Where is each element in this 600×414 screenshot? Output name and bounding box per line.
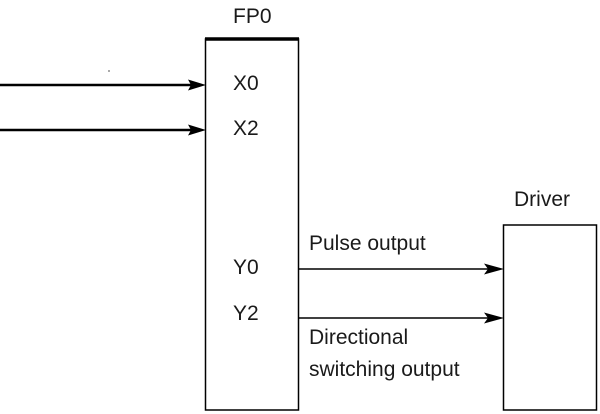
input-arrow-x2 — [188, 124, 206, 136]
output-arrow-y2 — [484, 312, 504, 324]
input-label-x0: X0 — [233, 72, 259, 95]
output-label-y0: Y0 — [233, 256, 259, 279]
plc-title: FP0 — [233, 5, 272, 28]
direction-output-label-line1: Directional — [309, 326, 409, 349]
output-arrow-y0 — [484, 263, 504, 275]
output-label-y2: Y2 — [233, 302, 259, 325]
pulse-output-label: Pulse output — [309, 232, 426, 255]
driver-title: Driver — [514, 188, 570, 211]
driver-block — [502, 224, 598, 411]
input-label-x2: X2 — [233, 117, 259, 140]
input-arrow-x0 — [188, 79, 206, 91]
direction-output-label-line2: switching output — [309, 358, 460, 381]
plc-block — [204, 38, 300, 411]
